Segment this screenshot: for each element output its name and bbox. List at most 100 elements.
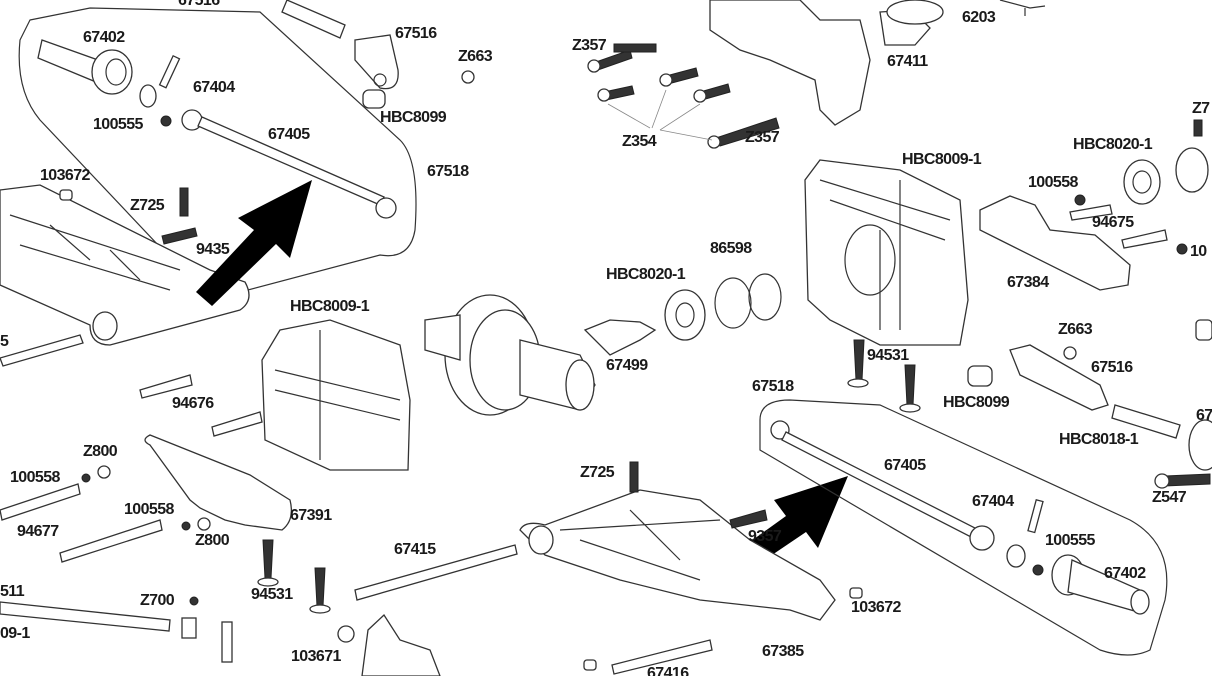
part-label: Z700 (140, 592, 175, 609)
part-label: 67499 (606, 357, 648, 374)
part-label: Z663 (1058, 321, 1093, 338)
gearbox-hbc8009-right (804, 159, 969, 346)
part-z700-post (221, 621, 233, 663)
pin-67416 (611, 639, 713, 675)
part-label: 94676 (172, 395, 214, 412)
ball-100555 (160, 115, 172, 127)
nut-100558-b (181, 521, 191, 531)
oring-86598-b (748, 273, 782, 321)
screws-z354-z357 (587, 43, 780, 149)
outdrive-67402 (37, 39, 133, 95)
part-label: Z7 (1192, 100, 1210, 117)
part-label: 67416 (647, 665, 689, 676)
differential-67499 (424, 294, 596, 416)
group-outline-67518-right (759, 399, 1168, 656)
setscrew-z725-top (179, 187, 189, 217)
rod-end-67516-top (354, 34, 399, 90)
bulkhead-top (709, 0, 871, 126)
part-label: 67404 (193, 79, 235, 96)
pin-67415 (354, 544, 518, 601)
part-label: 67516 (395, 25, 437, 42)
part-label: HBC8009-1 (902, 151, 982, 168)
pin-cap-67404 (139, 84, 157, 108)
part-label: 67385 (762, 643, 804, 660)
part-label: Z547 (1152, 489, 1187, 506)
part-label: Z800 (195, 532, 230, 549)
part-label: 10 (1190, 243, 1207, 260)
part-label: 67405 (884, 457, 926, 474)
dogbone-67405 (181, 109, 397, 219)
pin-67404 (158, 54, 181, 89)
nut-z800-b (197, 517, 211, 531)
part-label: 67 (1196, 407, 1212, 424)
rod-511 (0, 601, 171, 632)
part-label: HBC8020-1 (1073, 136, 1153, 153)
part-label: 100558 (1028, 174, 1078, 191)
part-label: 100555 (1045, 532, 1095, 549)
bearing-hbc8020-center (664, 289, 706, 341)
screw-94675-a (1069, 204, 1113, 221)
part-label: 67516 (178, 0, 220, 9)
part-label: 94675 (1092, 214, 1134, 231)
part-label: Z663 (458, 48, 493, 65)
shock-top (361, 613, 441, 676)
bearing-right-edge (1175, 147, 1209, 193)
part-label: 67518 (427, 163, 469, 180)
arrow-left (196, 180, 312, 306)
screw-94677 (59, 519, 163, 563)
clip-6203 (999, 0, 1046, 16)
part-label: 511 (0, 583, 25, 600)
part-label: Z800 (83, 443, 118, 460)
part-label: 67402 (1104, 565, 1146, 582)
part-label: 67404 (972, 493, 1014, 510)
part-label: 100555 (93, 116, 143, 133)
screw-94357 (729, 509, 768, 529)
part-label: 09-1 (0, 625, 30, 642)
part-label: 5 (0, 333, 9, 350)
part-label: Z354 (622, 133, 657, 150)
dogbone-67405-right (770, 420, 995, 551)
part-label: Z357 (572, 37, 607, 54)
part-label: 103671 (291, 648, 341, 665)
screw-103672-right (849, 587, 863, 599)
nut-103671 (337, 625, 355, 643)
bushing-hbc8099-top (362, 89, 386, 109)
rod-end-67516-right (1009, 344, 1109, 411)
pinion-gear (583, 319, 657, 356)
nut-100558-a (81, 473, 91, 483)
part-label: Z357 (745, 129, 780, 146)
suspension-arm-right (519, 489, 836, 621)
ball-z700 (189, 596, 199, 606)
pin-left (0, 334, 84, 367)
screw-103672 (59, 189, 73, 201)
part-label: 67411 (887, 53, 928, 70)
nut-100558-right (1074, 194, 1086, 206)
part-label: Z725 (580, 464, 615, 481)
group-outline-67518-left (18, 7, 417, 301)
oring-86598-a (714, 277, 752, 329)
pin-long-left (0, 483, 81, 521)
screw-z547 (1164, 473, 1211, 487)
suspension-arm-left (0, 184, 250, 346)
part-label: 67518 (752, 378, 794, 395)
outdrive-67402-right (1051, 554, 1150, 615)
plate-67391 (144, 434, 293, 531)
part-label: HBC8009-1 (290, 298, 370, 315)
part-right-edge (1188, 419, 1212, 471)
pin-67404-right (1027, 498, 1044, 534)
part-label: Z725 (130, 197, 165, 214)
part-label: 67405 (268, 126, 310, 143)
bearing-hbc8020-right (1123, 159, 1161, 205)
nut-z800-a (97, 465, 111, 479)
part-label: 67384 (1007, 274, 1049, 291)
part-z700-body (181, 617, 197, 639)
ball-100555-right (1032, 564, 1044, 576)
screw-94676-b (211, 411, 263, 437)
part-label: 9357 (748, 528, 782, 545)
setscrew-z7 (1193, 119, 1203, 137)
part-label: 9435 (196, 241, 230, 258)
screw-94531-left-b (314, 567, 326, 607)
part-label: 67402 (83, 29, 125, 46)
